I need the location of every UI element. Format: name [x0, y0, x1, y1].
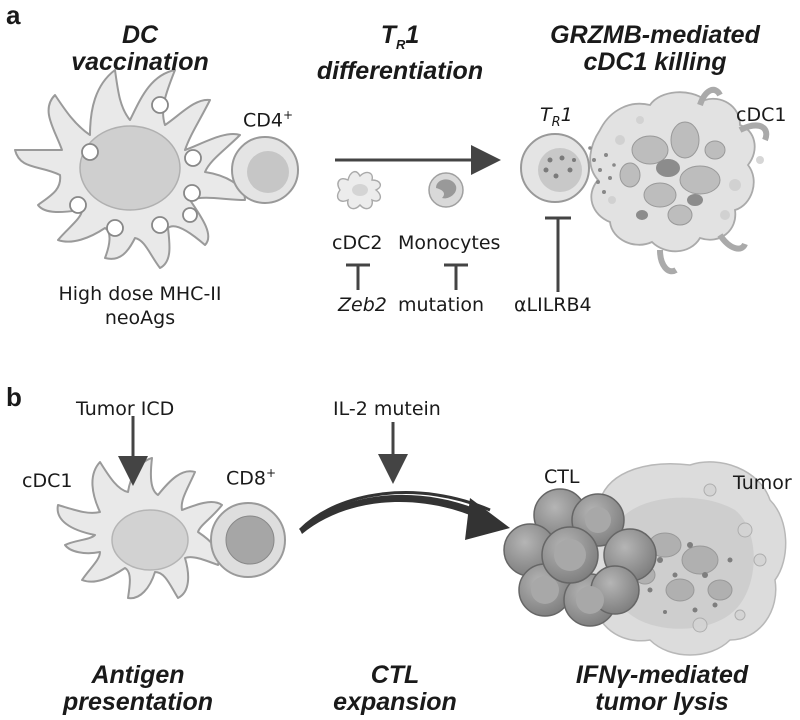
tr1-cell: [520, 133, 616, 203]
il2-label: IL-2 mutein: [333, 398, 441, 420]
antibody-label: αLILRB4: [514, 294, 592, 316]
footer-mid-line1: CTL: [370, 661, 420, 689]
heading-dc-line1: DC: [121, 21, 159, 49]
heading-tr1-line1: TR1: [317, 22, 483, 58]
heading-tr1-differentiation: TR1 differentiation: [317, 22, 483, 85]
heading-tr1-one: 1: [405, 21, 420, 49]
heading-tr1-sub: R: [395, 37, 406, 52]
footer-right-line2: tumor lysis: [595, 688, 729, 716]
zeb2-inhibition-monocytes: [444, 263, 468, 290]
footer-ifng-tumor-lysis: IFNγ-mediated tumor lysis: [576, 662, 748, 716]
tumor-label: Tumor: [733, 472, 792, 494]
zeb2-label: Zeb2: [338, 294, 387, 316]
cd4-sup: +: [283, 108, 294, 122]
heading-grzmb-killing: GRZMB-mediated cDC1 killing: [550, 22, 760, 76]
expansion-curved-arrow: [298, 491, 510, 540]
cd8-label: CD8+: [226, 466, 276, 489]
lilrb4-inhibition: [545, 216, 571, 292]
footer-left-line1: Antigen: [91, 661, 185, 689]
cd4-t-cell: [231, 136, 299, 204]
panel-letter-b: b: [6, 382, 22, 412]
footer-right-line1: IFNγ-mediated: [575, 661, 749, 689]
tr1-label: TR1: [540, 104, 573, 130]
tumor-cell: [583, 461, 787, 656]
cd8-sup: +: [266, 466, 277, 480]
tr1-t: T: [540, 104, 552, 126]
cdc2-label: cDC2: [332, 232, 383, 254]
cd8-t-cell: [210, 502, 286, 578]
footer-left-line2: presentation: [62, 688, 214, 716]
tr1-one: 1: [560, 104, 573, 126]
footer-ctl-expansion: CTL expansion: [333, 662, 457, 716]
ctl-cluster: [503, 488, 657, 627]
cd4-label: CD4+: [243, 108, 293, 131]
heading-grzmb-line2: cDC1 killing: [583, 48, 727, 76]
footer-antigen-presentation: Antigen presentation: [63, 662, 213, 716]
tr1-sub: R: [551, 114, 561, 130]
panel-letter-a: a: [6, 0, 21, 30]
cdc1-label-b: cDC1: [22, 470, 73, 492]
zeb2-inhibition-cdc2: [346, 263, 370, 290]
cd4-text: CD4: [243, 109, 283, 132]
heading-dc-vaccination: DC vaccination: [71, 22, 209, 76]
cdc1-killed-cell: [589, 86, 770, 275]
mutation-label: mutation: [398, 294, 485, 316]
dose-line1: High dose MHC-II: [58, 283, 222, 305]
ctl-label: CTL: [544, 466, 580, 488]
cdc2-cell: [336, 170, 382, 210]
tumor-icd-label: Tumor ICD: [76, 398, 175, 420]
dose-line2: neoAgs: [104, 307, 176, 329]
heading-tr1-line2: differentiation: [316, 57, 484, 85]
footer-mid-line2: expansion: [333, 688, 457, 716]
monocyte-cell: [428, 172, 464, 208]
cd8-text: CD8: [226, 467, 266, 490]
monocytes-label: Monocytes: [398, 232, 501, 254]
heading-grzmb-line1: GRZMB-mediated: [550, 21, 760, 49]
dose-label: High dose MHC-II neoAgs: [58, 282, 221, 330]
dendritic-cell-b: [56, 457, 223, 600]
cdc1-label-a: cDC1: [736, 104, 787, 126]
dendritic-cell-a: [14, 69, 246, 269]
heading-dc-line2: vaccination: [71, 48, 209, 76]
heading-tr1-t: T: [380, 21, 396, 49]
